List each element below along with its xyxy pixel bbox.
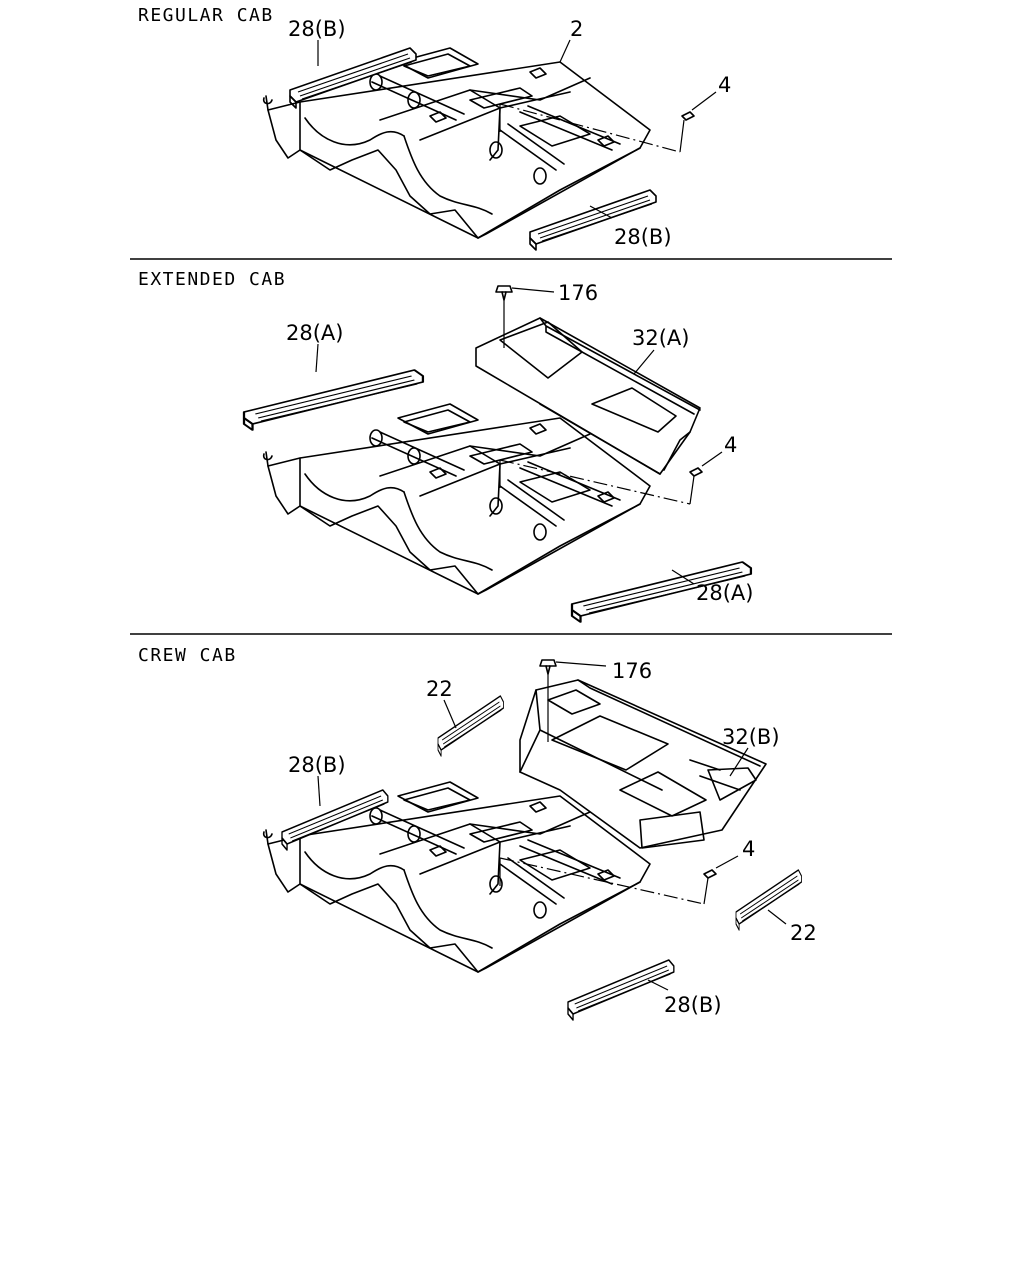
rear-carpet-32b — [519, 679, 767, 849]
leader-4-vertical-ext — [499, 460, 695, 505]
leader-4-vertical-crew — [499, 858, 709, 905]
callout-2: 2 — [570, 17, 583, 41]
callout-176-crew: 176 — [612, 659, 652, 683]
clip-part-4-crew — [703, 869, 717, 879]
leader-4-vertical — [499, 104, 685, 153]
callout-28b-upper: 28(B) — [288, 17, 346, 41]
callout-22-lower: 22 — [790, 921, 817, 945]
fastener-176-crew — [539, 659, 607, 742]
callout-28b-lower: 28(B) — [614, 225, 672, 249]
callout-176-ext: 176 — [558, 281, 598, 305]
callout-4-ext: 4 — [724, 433, 737, 457]
callout-28b-upper-crew: 28(B) — [288, 753, 346, 777]
regular-cab-section: REGULAR CAB 28(B) 28(B) 2 4 — [138, 5, 731, 251]
leader-28b-upper-crew — [317, 775, 321, 807]
leader-28a-upper — [315, 343, 319, 373]
sill-plate-lower-crew — [567, 959, 675, 1021]
leader-4-crew — [715, 855, 739, 869]
leader-22-upper — [443, 699, 457, 729]
dashline-4-ext — [499, 459, 691, 505]
leader-32b — [729, 747, 749, 777]
leader-32a — [633, 349, 655, 375]
callout-28b-lower-crew: 28(B) — [664, 993, 722, 1017]
regular-cab-title: REGULAR CAB — [138, 5, 274, 26]
callout-4-crew: 4 — [742, 837, 755, 861]
callout-28a-upper: 28(A) — [286, 321, 343, 345]
leader-4 — [691, 91, 717, 111]
leader-28b-lower — [589, 205, 613, 219]
leader-22-lower — [767, 909, 787, 925]
step-pad-22-upper — [437, 695, 505, 757]
dashline-4 — [499, 103, 681, 153]
extended-cab-section: EXTENDED CAB 176 28(A) 32(A) — [138, 269, 753, 624]
leader-28b-lower-crew — [647, 979, 669, 991]
clip-part-4 — [681, 111, 695, 121]
sill-plate-upper-ext — [242, 368, 425, 432]
crew-cab-section: CREW CAB 176 22 32(B) — [138, 645, 817, 1021]
callout-32b: 32(B) — [722, 725, 780, 749]
leader-2 — [559, 39, 571, 63]
callout-28a-lower: 28(A) — [696, 581, 753, 605]
callout-32a: 32(A) — [632, 326, 689, 350]
rear-carpet-32a — [475, 317, 701, 475]
leader-4-ext — [701, 451, 723, 467]
dashline-4-crew — [499, 857, 705, 905]
leader-28a-lower — [671, 569, 695, 585]
crew-cab-title: CREW CAB — [138, 645, 237, 666]
fastener-176 — [495, 285, 555, 348]
callout-4: 4 — [718, 73, 731, 97]
callout-22-upper: 22 — [426, 677, 453, 701]
extended-cab-title: EXTENDED CAB — [138, 269, 286, 290]
clip-part-4-ext — [689, 467, 703, 477]
